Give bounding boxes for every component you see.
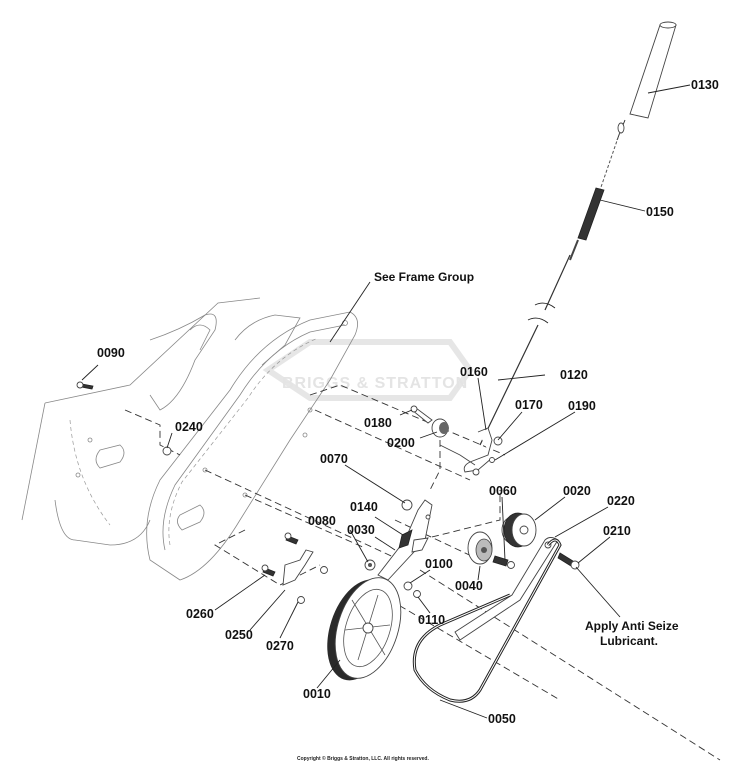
lubricant-note-line1: Apply Anti Seize [585, 619, 679, 633]
part-0270-nut [297, 566, 328, 604]
part-0050-belt [412, 538, 562, 703]
leader-lines [81, 84, 691, 719]
watermark-text: BRIGGS & STRATTON [282, 375, 468, 392]
callout-0080[interactable]: 0080 [308, 514, 336, 528]
watermark: BRIGGS & STRATTON [262, 339, 474, 401]
callout-0130[interactable]: 0130 [691, 78, 719, 92]
callout-0110[interactable]: 0110 [418, 613, 445, 627]
part-0240-washer [162, 446, 172, 456]
callout-0150[interactable]: 0150 [646, 205, 674, 219]
part-0210-bolt [557, 552, 580, 570]
callout-0010[interactable]: 0010 [303, 687, 331, 701]
callout-0060[interactable]: 0060 [489, 484, 517, 498]
callout-0140[interactable]: 0140 [350, 500, 378, 514]
callout-0120[interactable]: 0120 [560, 368, 588, 382]
part-0040-idler-pulley [467, 531, 493, 565]
part-0130-handle-grip [629, 21, 677, 119]
callout-0160[interactable]: 0160 [460, 365, 488, 379]
lubricant-note-line2: Lubricant. [600, 634, 658, 648]
frame-housing-left [21, 297, 261, 546]
callout-0240[interactable]: 0240 [175, 420, 203, 434]
copyright-notice: Copyright © Briggs & Stratton, LLC. All … [297, 755, 429, 762]
part-0120-cable [479, 119, 626, 446]
frame-housing-center [146, 311, 358, 581]
callout-0050[interactable]: 0050 [488, 712, 516, 726]
callout-0190[interactable]: 0190 [568, 399, 596, 413]
callout-0220[interactable]: 0220 [607, 494, 635, 508]
callout-0180[interactable]: 0180 [364, 416, 392, 430]
part-0090-screw [76, 381, 94, 390]
callout-0200[interactable]: 0200 [387, 436, 415, 450]
part-0160-bracket [439, 427, 503, 476]
callout-0250[interactable]: 0250 [225, 628, 253, 642]
part-0250-bracket [282, 549, 314, 586]
callout-0270[interactable]: 0270 [266, 639, 294, 653]
callout-0070[interactable]: 0070 [320, 452, 348, 466]
part-0140-spring [398, 529, 413, 549]
part-0070-nut [401, 499, 413, 511]
see-frame-group-note[interactable]: See Frame Group [374, 270, 474, 284]
callout-0260[interactable]: 0260 [186, 607, 214, 621]
callout-0030[interactable]: 0030 [347, 523, 375, 537]
part-0260-bolt [261, 532, 299, 577]
part-0020-pulley [501, 512, 537, 548]
part-0200-spacer [431, 418, 449, 438]
part-0100-washer [403, 581, 413, 591]
callout-0020[interactable]: 0020 [563, 484, 591, 498]
part-0180-bolt [410, 405, 433, 424]
callout-0210[interactable]: 0210 [603, 524, 631, 538]
callout-labels: 0130 0150 0120 0160 0170 0190 0180 0200 … [97, 78, 719, 726]
part-0060-bolt [492, 555, 515, 569]
part-0150-spring [569, 187, 605, 261]
alignment-lines [124, 384, 721, 761]
callout-0040[interactable]: 0040 [455, 579, 483, 593]
callout-0170[interactable]: 0170 [515, 398, 543, 412]
part-0080-spacer [364, 559, 376, 571]
callout-0090[interactable]: 0090 [97, 346, 125, 360]
part-0110-nut [413, 590, 421, 598]
part-0010-drive-pulley [327, 577, 402, 681]
callout-0100[interactable]: 0100 [425, 557, 453, 571]
